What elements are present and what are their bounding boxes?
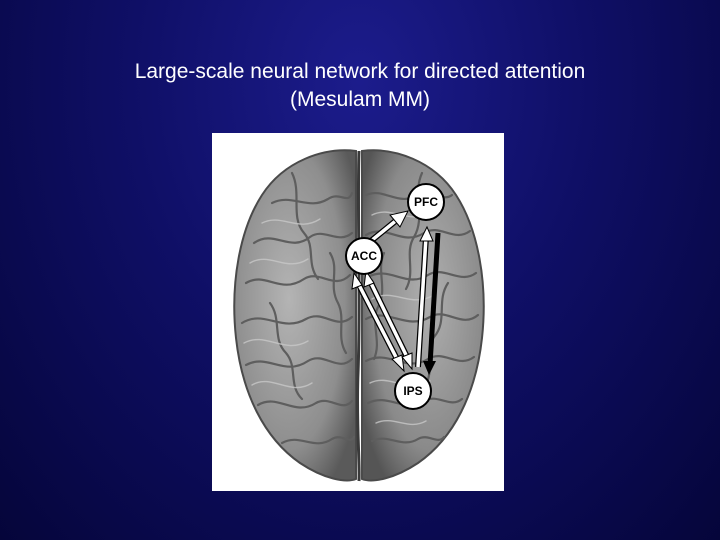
brain-figure: PFC ACC IPS [212,133,504,491]
node-pfc-label: PFC [414,195,438,209]
arrow-acc-ips-outer [351,271,405,373]
arrow-pfc-to-ips [423,232,441,375]
brain-diagram: PFC ACC IPS [233,149,485,482]
arrow-acc-ips-inner [363,269,413,371]
slide-title: Large-scale neural network for directed … [0,58,720,114]
node-pfc: PFC [407,183,445,221]
sulci-texture [240,171,480,445]
title-line-2: (Mesulam MM) [290,88,430,111]
node-ips-label: IPS [403,384,422,398]
title-line-1: Large-scale neural network for directed … [134,60,586,83]
node-acc-label: ACC [351,249,377,263]
node-ips: IPS [394,372,432,410]
left-hemisphere [233,149,357,482]
longitudinal-fissure [355,150,361,482]
node-acc: ACC [345,237,383,275]
arrow-ips-to-pfc [415,225,434,368]
